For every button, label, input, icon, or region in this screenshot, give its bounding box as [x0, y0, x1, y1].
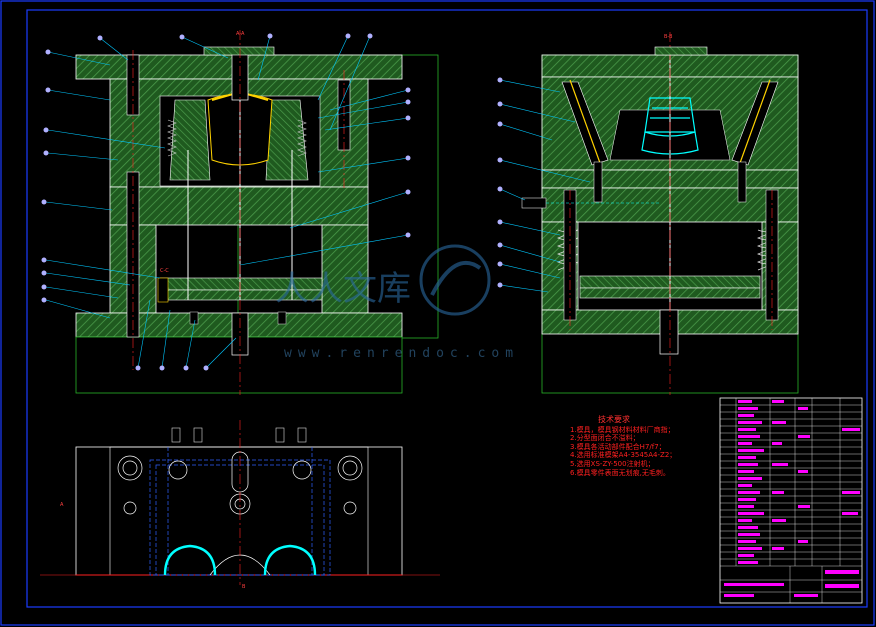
- watermark-logo: 人人文库: [275, 244, 491, 316]
- left-balloons: [45, 35, 409, 369]
- side-section-view: B-B: [521, 32, 799, 395]
- watermark-logo-text: 人人文库: [275, 269, 411, 309]
- right-balloon-dots: [497, 77, 503, 288]
- technical-note-1: 1.模具，模具钢材料材料厂商指；: [570, 425, 675, 434]
- technical-note-3: 3.模具各活动部件配合H7/f7；: [570, 442, 666, 451]
- technical-notes-title: 技术要求: [598, 415, 630, 424]
- technical-note-2: 2.分型面闭合不溢料；: [570, 434, 640, 443]
- technical-note-5: 5.选用XS-ZY-500注射机；: [570, 459, 655, 468]
- technical-note-6: 6.模具零件表面无划痕,无毛刺。: [570, 468, 670, 477]
- right-balloons: [499, 79, 591, 293]
- view-mark-a: A: [60, 502, 64, 508]
- section-label-a: A-A: [236, 31, 245, 37]
- left-balloon-dots: [41, 33, 411, 371]
- view-mark-b: B: [242, 584, 246, 590]
- section-label-c: C-C: [160, 268, 169, 274]
- technical-note-4: 4.选用标准模架A4-3545A4-Z2；: [570, 451, 677, 460]
- plan-view: A B: [40, 420, 440, 590]
- main-section-view: A-A C-C: [75, 30, 439, 395]
- inner-frame: [26, 9, 868, 608]
- title-block: [719, 397, 863, 604]
- watermark-url: www.renrendoc.com: [284, 346, 520, 361]
- section-label-b: B-B: [664, 34, 673, 40]
- technical-notes: 技术要求 1.模具，模具钢材料材料厂商指； 2.分型面闭合不溢料； 3.模具各活…: [570, 415, 677, 477]
